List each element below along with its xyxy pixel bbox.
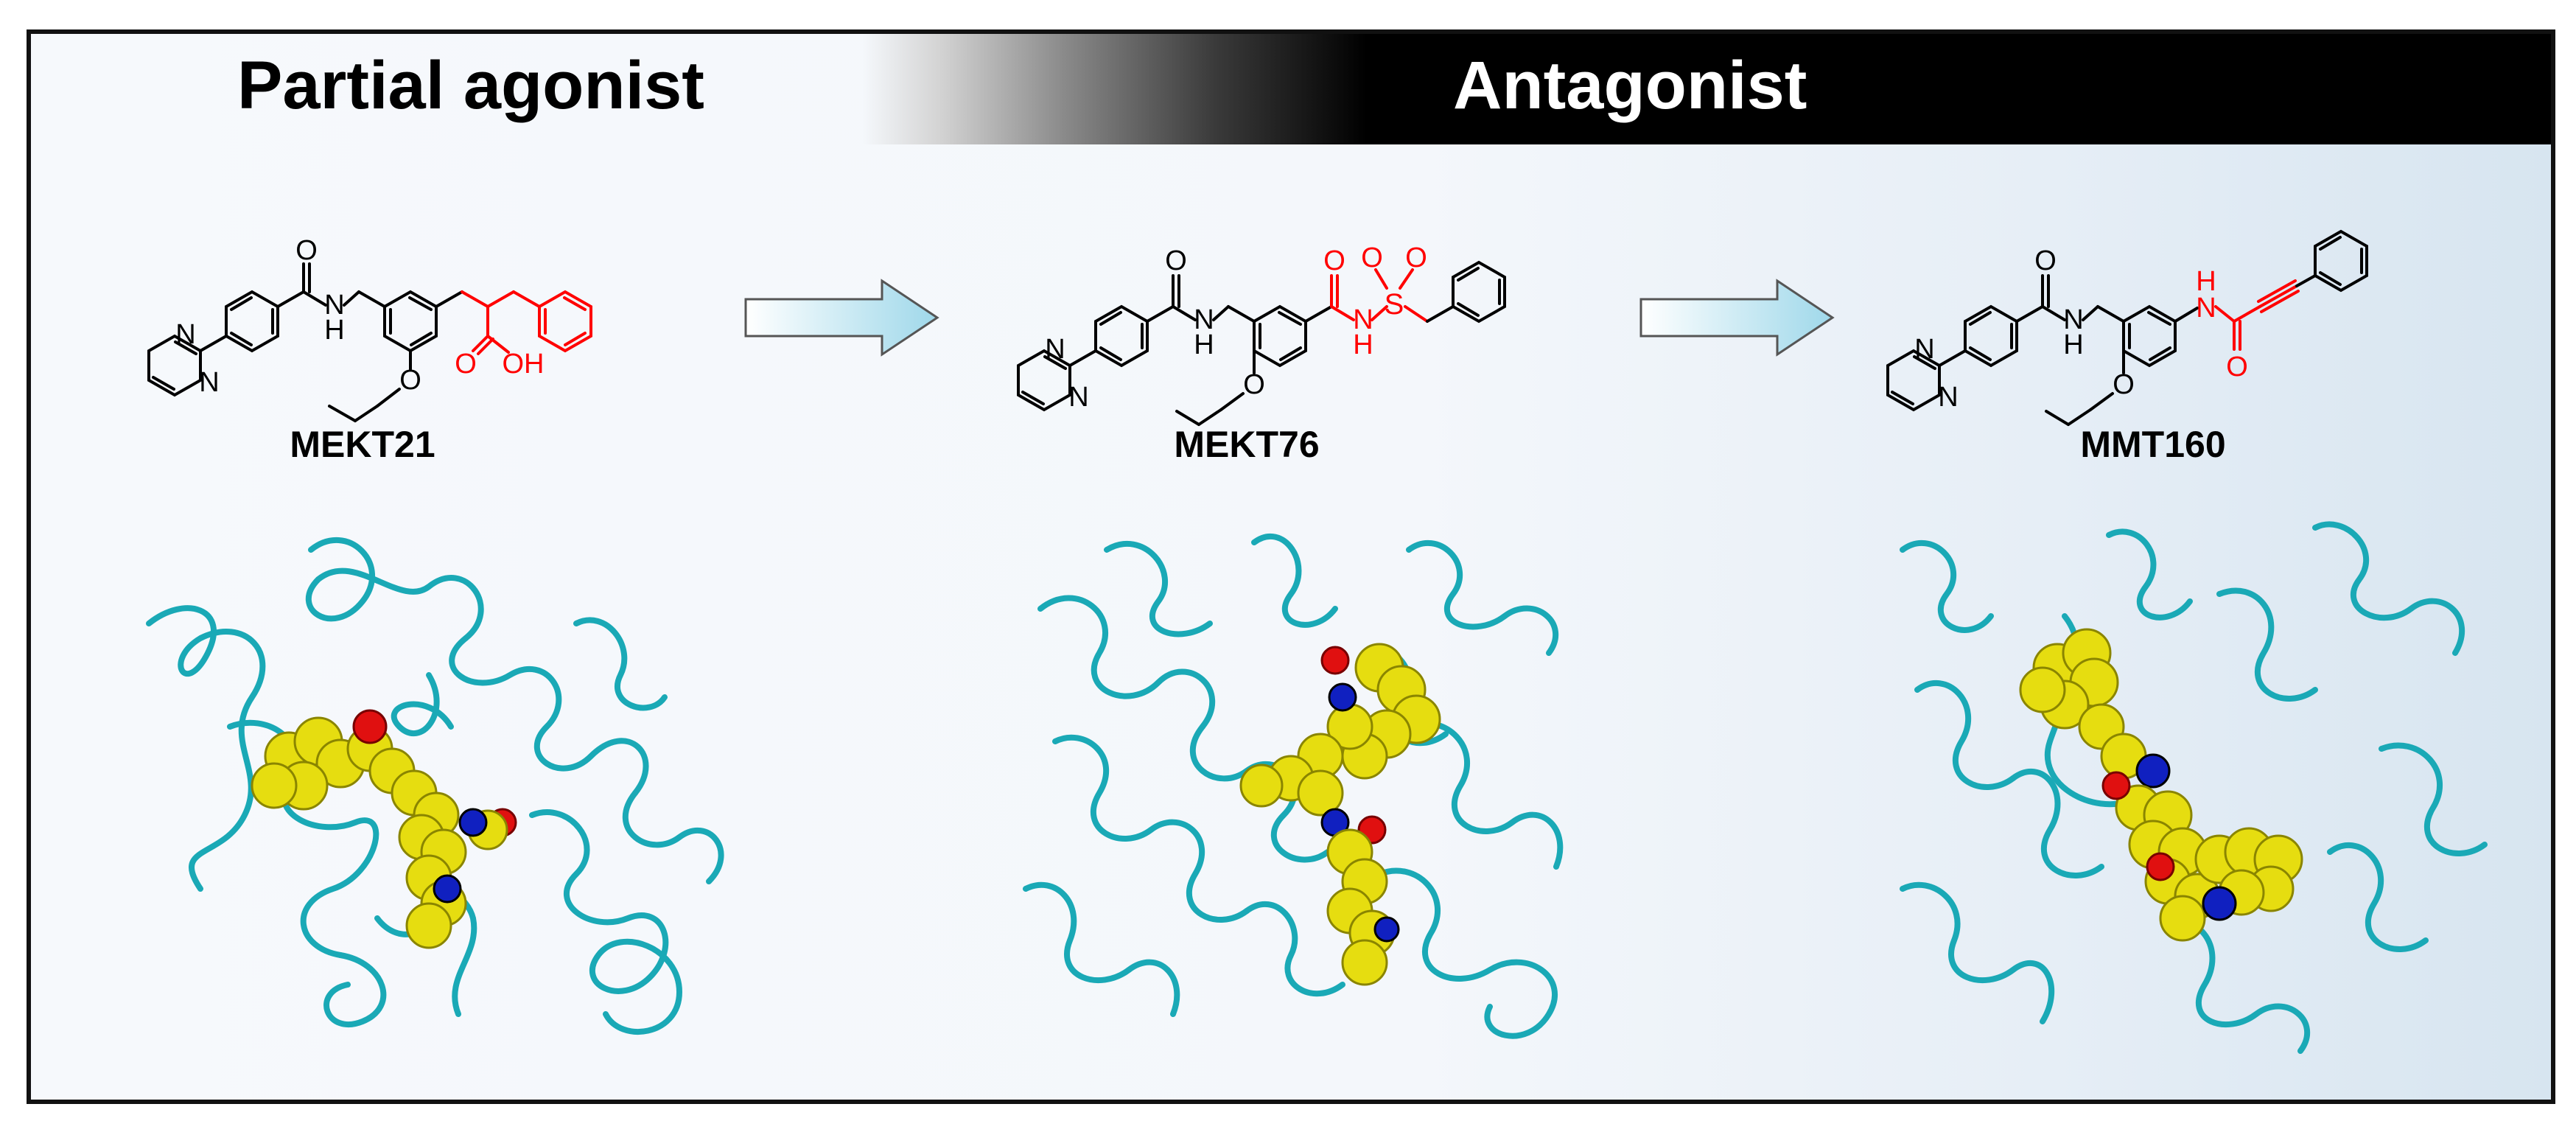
mekt21-binding-pose [146,537,724,1035]
n-atom-label: N [175,319,195,350]
n-atom-label: N [1914,334,1934,365]
figure-frame: Partial agonist Antagonist [27,29,2555,1104]
mmt160-structure: N N O N H O H N O [1886,229,2368,426]
n-atom-label: N [2063,304,2083,335]
mekt76-structure: N N O N H O O N H S O O [1017,242,1506,426]
o-atom-label: O [1243,369,1265,400]
o-atom-label: O [399,365,421,396]
o-atom-label: O [1323,245,1345,276]
o-atom-label: O [1405,242,1427,273]
n-atom-label: N [324,290,344,321]
oh-group-label: OH [503,349,545,380]
activity-gradient-banner [31,34,2551,144]
mmt160-label: MMT160 [2080,424,2226,465]
h-atom-label: H [1353,329,1373,360]
mekt76-label: MEKT76 [1174,424,1320,465]
o-atom-label: O [1361,242,1383,273]
o-atom-label: O [2113,369,2135,400]
antagonist-label: Antagonist [1453,48,1807,123]
progression-arrow [1639,279,1835,357]
h-atom-label: H [1194,329,1214,360]
h-atom-label: H [324,315,344,346]
o-atom-label: O [1165,245,1187,276]
o-atom-label: O [295,235,318,266]
mmt160-binding-pose [1900,521,2488,1054]
n-atom-label: N [1353,304,1373,335]
n-atom-label: N [1194,304,1214,335]
s-atom-label: S [1385,288,1404,321]
progression-arrow [744,279,939,357]
n-atom-label: N [1045,334,1065,365]
mekt76-binding-pose [1023,534,1564,1039]
n-atom-label: N [1068,382,1088,413]
partial-agonist-label: Partial agonist [237,48,704,123]
o-atom-label: O [2226,352,2248,382]
h-atom-label: H [2196,266,2216,297]
mekt21-structure: N N O N H O O OH [147,235,592,422]
n-atom-label: N [1938,382,1958,413]
mekt21-label: MEKT21 [290,424,435,465]
h-atom-label: H [2063,329,2083,360]
o-atom-label: O [2034,245,2057,276]
n-atom-label: N [199,367,219,398]
o-atom-label: O [455,349,477,380]
n-atom-label: N [2196,293,2216,324]
